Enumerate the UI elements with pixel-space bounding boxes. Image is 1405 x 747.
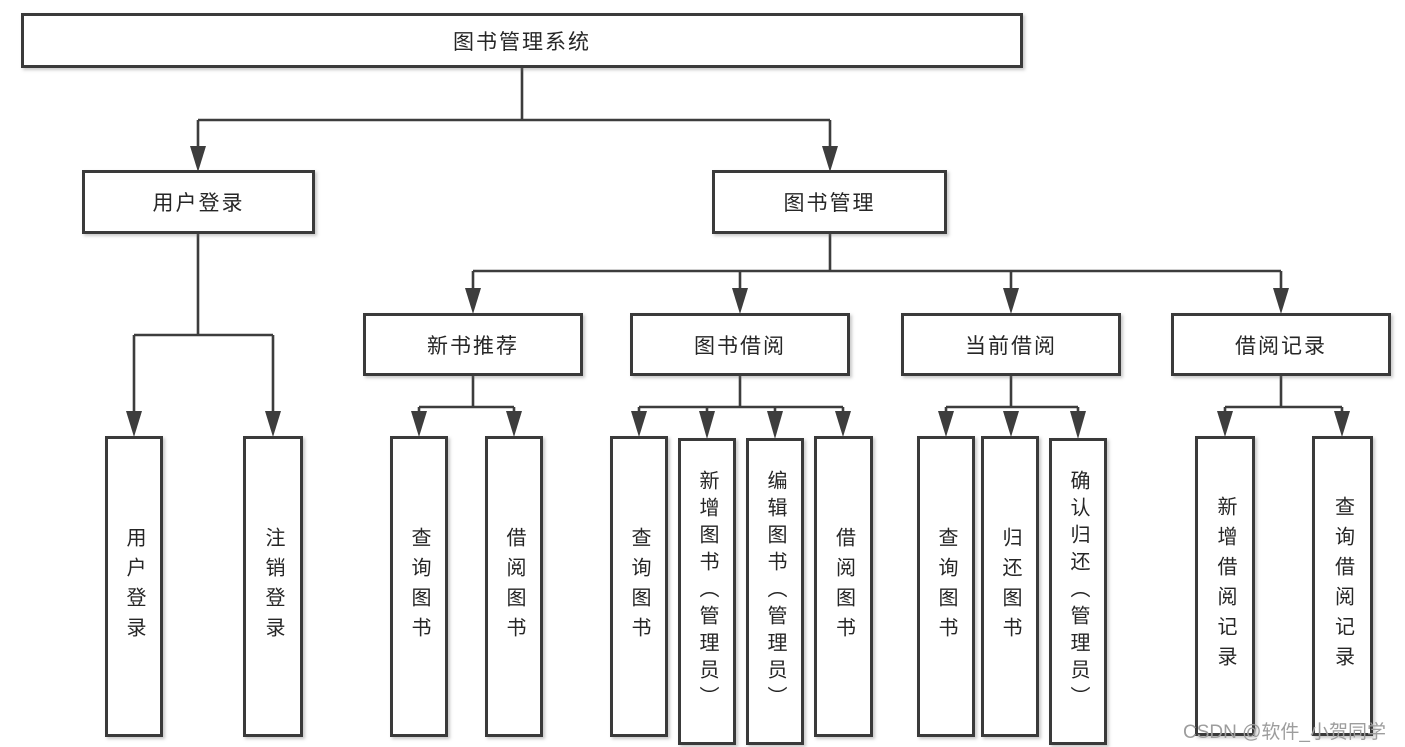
leaf-cb-query-books: 查询图书 — [917, 436, 975, 737]
arrowhead — [1070, 411, 1086, 439]
leaf-nb-query-books-label: 查询图书 — [408, 526, 430, 647]
arrowhead — [631, 411, 647, 437]
leaf-nb-query-books: 查询图书 — [390, 436, 448, 737]
arrowhead — [411, 411, 427, 437]
connector-book-management-to-level3 — [465, 234, 1289, 314]
arrowhead — [1217, 411, 1233, 437]
arrowhead — [126, 411, 142, 437]
arrowhead — [938, 411, 954, 437]
leaf-bb-add-books-admin-label: 新增图书（管理员） — [696, 470, 718, 713]
arrowhead — [699, 411, 715, 439]
leaf-bb-add-books-admin: 新增图书（管理员） — [678, 438, 736, 745]
node-borrow-records-label: 借阅记录 — [1235, 334, 1327, 358]
leaf-nb-borrow-books: 借阅图书 — [485, 436, 543, 737]
leaf-cb-return-books-label: 归还图书 — [999, 526, 1021, 647]
connector-user-login-to-leaves — [126, 234, 281, 437]
watermark-text: CSDN @软件_小贺同学 — [1183, 722, 1386, 743]
leaf-bb-borrow-books-label: 借阅图书 — [832, 526, 855, 647]
node-book-borrowing: 图书借阅 — [630, 313, 850, 376]
arrowhead — [1273, 288, 1289, 314]
leaf-cb-query-books-label: 查询图书 — [935, 526, 957, 647]
node-root-label: 图书管理系统 — [453, 30, 591, 54]
node-book-borrowing-label: 图书借阅 — [694, 334, 786, 358]
leaf-logout-label: 注销登录 — [262, 526, 284, 647]
arrowhead — [506, 411, 522, 437]
leaf-bb-query-books-label: 查询图书 — [628, 526, 650, 647]
leaf-user-login: 用户登录 — [105, 436, 163, 737]
arrowhead — [835, 411, 851, 437]
arrowhead — [265, 411, 281, 437]
node-current-borrowing-label: 当前借阅 — [965, 334, 1057, 358]
leaf-br-add-record: 新增借阅记录 — [1195, 436, 1255, 736]
arrowhead — [822, 146, 838, 172]
node-book-management-label: 图书管理 — [783, 192, 876, 215]
leaf-br-add-record-label: 新增借阅记录 — [1214, 496, 1236, 676]
arrowhead — [190, 146, 206, 172]
connector-root-to-level2 — [190, 68, 838, 172]
node-root: 图书管理系统 — [21, 13, 1023, 68]
leaf-logout: 注销登录 — [243, 436, 303, 737]
arrowhead — [1003, 411, 1019, 437]
node-user-login: 用户登录 — [82, 170, 315, 234]
leaf-bb-edit-books-admin: 编辑图书（管理员） — [746, 438, 804, 745]
connector-book-borrowing-to-leaves — [631, 376, 851, 439]
leaf-br-query-record: 查询借阅记录 — [1312, 436, 1373, 736]
arrowhead — [1334, 411, 1350, 437]
leaf-bb-borrow-books: 借阅图书 — [814, 436, 873, 737]
leaf-cb-return-books: 归还图书 — [981, 436, 1039, 737]
node-current-borrowing: 当前借阅 — [901, 313, 1121, 376]
node-borrow-records: 借阅记录 — [1171, 313, 1391, 376]
node-new-book-recommend: 新书推荐 — [363, 313, 583, 376]
leaf-nb-borrow-books-label: 借阅图书 — [503, 526, 525, 647]
leaf-br-query-record-label: 查询借阅记录 — [1331, 496, 1354, 676]
leaf-bb-edit-books-admin-label: 编辑图书（管理员） — [764, 470, 786, 713]
arrowhead — [732, 288, 748, 314]
arrowhead — [767, 411, 783, 439]
connector-borrow-records-to-leaves — [1217, 376, 1350, 437]
node-new-book-recommend-label: 新书推荐 — [427, 334, 519, 358]
connector-new-book-recommend-to-leaves — [411, 376, 522, 437]
leaf-cb-confirm-return-admin-label: 确认归还（管理员） — [1067, 470, 1089, 713]
arrowhead — [465, 288, 481, 314]
leaf-user-login-label: 用户登录 — [123, 526, 145, 647]
connector-current-borrowing-to-leaves — [938, 376, 1086, 439]
node-user-login-label: 用户登录 — [152, 192, 245, 215]
leaf-bb-query-books: 查询图书 — [610, 436, 668, 737]
arrowhead — [1003, 288, 1019, 314]
node-book-management: 图书管理 — [712, 170, 947, 234]
leaf-cb-confirm-return-admin: 确认归还（管理员） — [1049, 438, 1107, 745]
